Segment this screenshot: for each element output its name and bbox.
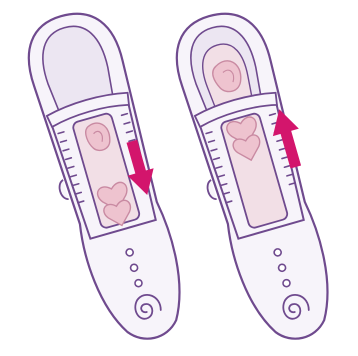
right-device [162,3,347,352]
left-device [14,3,199,352]
